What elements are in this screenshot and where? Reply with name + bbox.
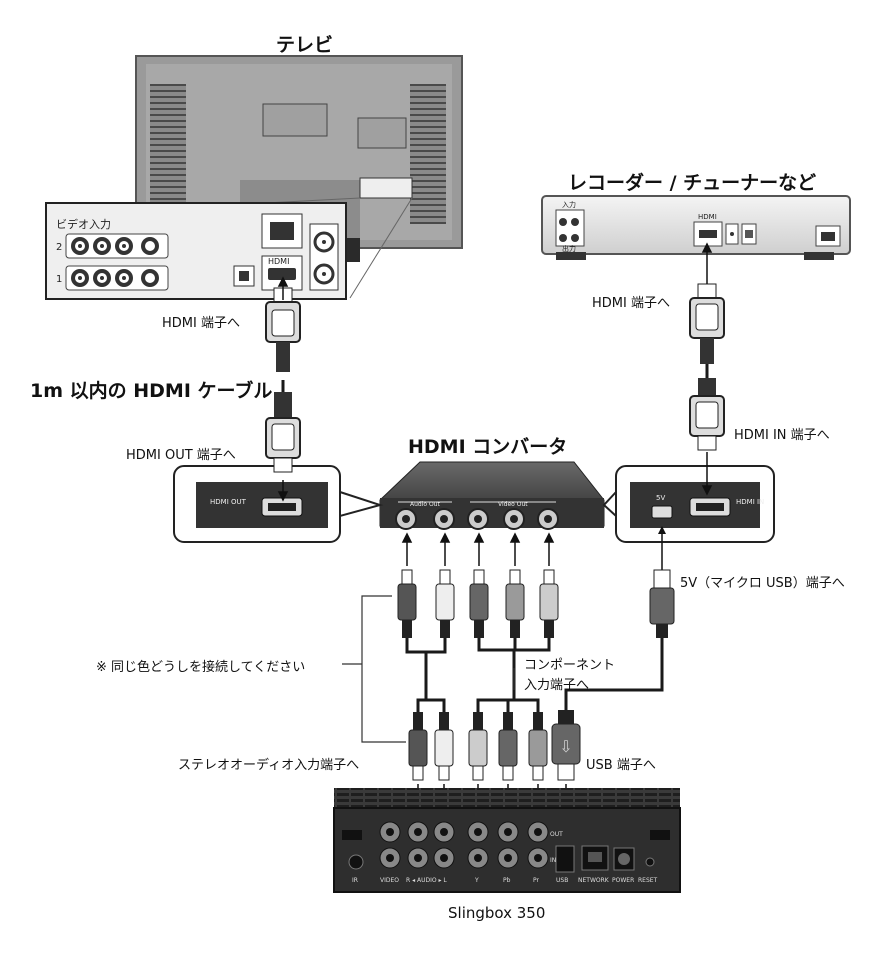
slingbox-usb-label: USB — [556, 877, 568, 884]
same-color-bracket — [342, 595, 406, 743]
tv-hdmi-port-label: HDMI — [268, 257, 289, 266]
cable-title: 1m 以内の HDMI ケーブル — [30, 380, 273, 402]
component-label-1: コンポーネント — [524, 658, 616, 673]
rca-plugs-bottom — [408, 712, 548, 781]
recorder-hdmi-label: HDMI — [698, 213, 717, 221]
converter-hdmi-out-port-label: HDMI OUT — [210, 498, 247, 506]
slingbox-ir-label: IR — [352, 877, 358, 884]
slingbox-device: IR VIDEO R ◂ AUDIO ▸ L Y Pb Pr USB NETWO… — [333, 788, 681, 893]
stereo-audio-label: ステレオオーディオ入力端子へ — [178, 758, 360, 773]
slingbox-title: Slingbox 350 — [448, 904, 546, 922]
converter-video-out-label: Video Out — [498, 501, 528, 508]
converter-5v-port-label: 5V — [656, 494, 665, 502]
slingbox-network-label: NETWORK — [578, 877, 610, 884]
converter-hdmi-out-callout: HDMI OUT — [173, 465, 384, 543]
slingbox-reset-label: RESET — [638, 877, 658, 884]
recorder-title: レコーダー / チューナーなど — [568, 172, 817, 194]
tv-title: テレビ — [276, 34, 334, 56]
arrows-recorder — [701, 242, 713, 496]
recorder-hdmi-label-text: HDMI 端子へ — [592, 296, 670, 311]
converter-title: HDMI コンバータ — [408, 436, 568, 458]
converter-hdmi-in-label: HDMI IN 端子へ — [734, 428, 830, 443]
recorder-input-label: 入力 — [562, 200, 576, 209]
hdmi-converter: Audio Out Video Out — [379, 461, 605, 530]
usb-port-label: USB 端子へ — [586, 758, 656, 773]
slingbox-in-label: IN — [550, 857, 556, 864]
tv-input-panel: ビデオ入力 2 1 HDMI — [45, 202, 347, 300]
slingbox-audio-label: R ◂ AUDIO ▸ L — [406, 877, 447, 884]
hdmi-plug-recorder — [689, 283, 725, 451]
tv-row1-label: 1 — [56, 274, 62, 285]
converter-hdmi-out-label: HDMI OUT 端子へ — [126, 448, 236, 463]
slingbox-y-label: Y — [474, 877, 479, 884]
arrows-tv — [277, 276, 289, 502]
rca-arrows-top — [401, 532, 555, 566]
rca-cables — [405, 638, 551, 712]
tv-row2-label: 2 — [56, 242, 62, 253]
slingbox-pr-label: Pr — [533, 877, 540, 884]
recorder-device: 入力 出力 HDMI — [541, 195, 851, 260]
component-label-2: 入力端子へ — [524, 678, 590, 693]
slingbox-pb-label: Pb — [503, 877, 511, 884]
rca-plugs-top — [397, 569, 559, 638]
hdmi-plug-tv — [265, 287, 301, 473]
slingbox-video-label: VIDEO — [380, 877, 399, 884]
tv-hdmi-label: HDMI 端子へ — [162, 316, 240, 331]
svg-text:⇩: ⇩ — [559, 737, 572, 756]
slingbox-out-label: OUT — [550, 831, 563, 838]
converter-hdmi-in-port-label: HDMI IN — [736, 498, 764, 506]
recorder-output-label: 出力 — [562, 244, 576, 253]
slingbox-power-label: POWER — [612, 877, 634, 884]
tv-video-input-label: ビデオ入力 — [56, 217, 111, 231]
same-color-note: ※ 同じ色どうしを接続してください — [96, 660, 306, 675]
usb-cable: ⇩ — [551, 526, 675, 850]
converter-audio-out-label: Audio Out — [410, 501, 440, 508]
converter-hdmi-in-callout: 5V HDMI IN — [602, 465, 775, 543]
usb-5v-label: 5V（マイクロ USB）端子へ — [680, 576, 845, 591]
